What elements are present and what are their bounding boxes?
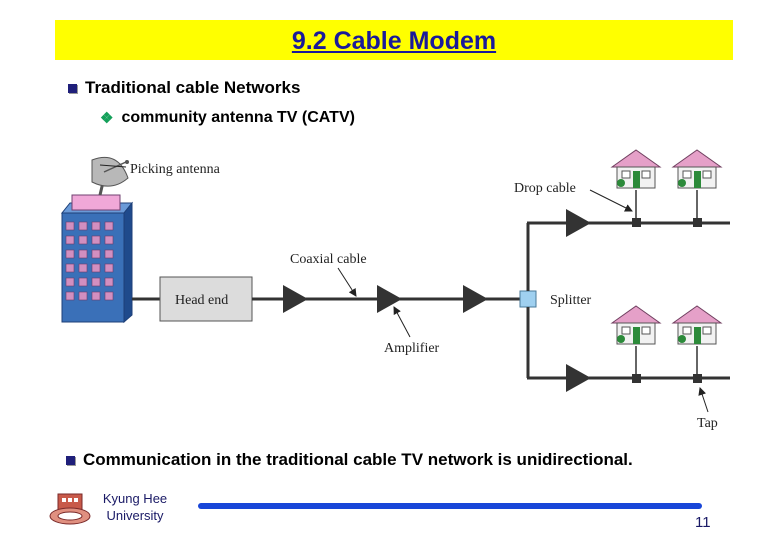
university-logo-icon (49, 493, 91, 525)
tap-icon (693, 374, 702, 383)
amplifier-3-icon (463, 285, 488, 313)
label-splitter: Splitter (550, 293, 592, 308)
house-icon (610, 149, 662, 189)
bullet-text: Traditional cable Networks (85, 78, 301, 97)
amplifier-5-icon (566, 364, 591, 392)
diamond-bullet-icon: ❖ (100, 110, 114, 127)
label-head-end: Head end (175, 293, 228, 308)
bullet-text: community antenna TV (CATV) (121, 109, 355, 126)
head-end-box (159, 276, 253, 322)
tap-icon (632, 374, 641, 383)
label-drop-cable: Drop cable (514, 181, 576, 196)
bullet-unidirectional: Communication in the traditional cable T… (66, 450, 633, 470)
building-icon (60, 194, 134, 324)
footer-divider (198, 503, 702, 509)
label-tap: Tap (697, 416, 718, 431)
amplifier-1-icon (283, 285, 308, 313)
university-name-line1: Kyung Hee (102, 491, 168, 506)
tap-icon (693, 218, 702, 227)
slide-title: 9.2 Cable Modem (291, 27, 497, 55)
house-icon (671, 149, 723, 189)
page-number: 11 (695, 514, 711, 531)
amplifier-4-icon (566, 209, 591, 237)
square-bullet-icon (66, 455, 75, 465)
title-bar: 9.2 Cable Modem (55, 20, 733, 60)
amplifier-2-icon (377, 285, 402, 313)
label-amplifier: Amplifier (384, 341, 440, 356)
label-picking-antenna: Picking antenna (130, 162, 221, 177)
square-bullet-icon (68, 83, 77, 93)
bullet-text: Communication in the traditional cable T… (83, 450, 633, 469)
bullet-traditional-networks: Traditional cable Networks (68, 78, 300, 98)
splitter-box (519, 290, 537, 308)
label-coaxial-cable: Coaxial cable (290, 252, 367, 267)
bullet-catv: ❖ community antenna TV (CATV) (100, 109, 355, 127)
satellite-dish-icon (91, 156, 129, 196)
tap-icon (632, 218, 641, 227)
university-name-line2: University (106, 508, 164, 523)
house-icon (671, 305, 723, 345)
house-icon (610, 305, 662, 345)
university-name: Kyung Hee University (95, 490, 175, 524)
